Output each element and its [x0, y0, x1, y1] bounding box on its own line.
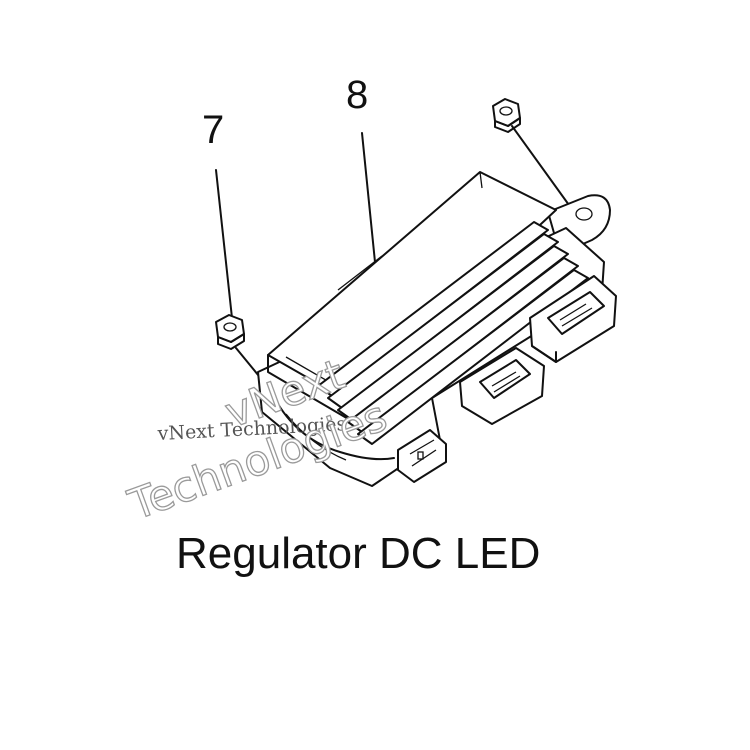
heat-sink-fins	[317, 221, 589, 445]
leader-line-7	[215, 169, 233, 319]
connector-upper	[529, 275, 617, 363]
callout-8: 8	[346, 73, 368, 117]
regulator-body	[257, 171, 617, 487]
leader-line-8	[361, 132, 377, 273]
connector-lower	[397, 429, 447, 483]
callout-7: 7	[202, 108, 224, 152]
hex-nut-right	[492, 98, 521, 133]
hex-nut-left	[215, 314, 245, 350]
crop-mask	[440, 682, 560, 722]
leader-line-nut-right	[511, 125, 575, 213]
diagram-caption: Regulator DC LED	[176, 529, 540, 578]
connector-middle	[459, 347, 545, 425]
